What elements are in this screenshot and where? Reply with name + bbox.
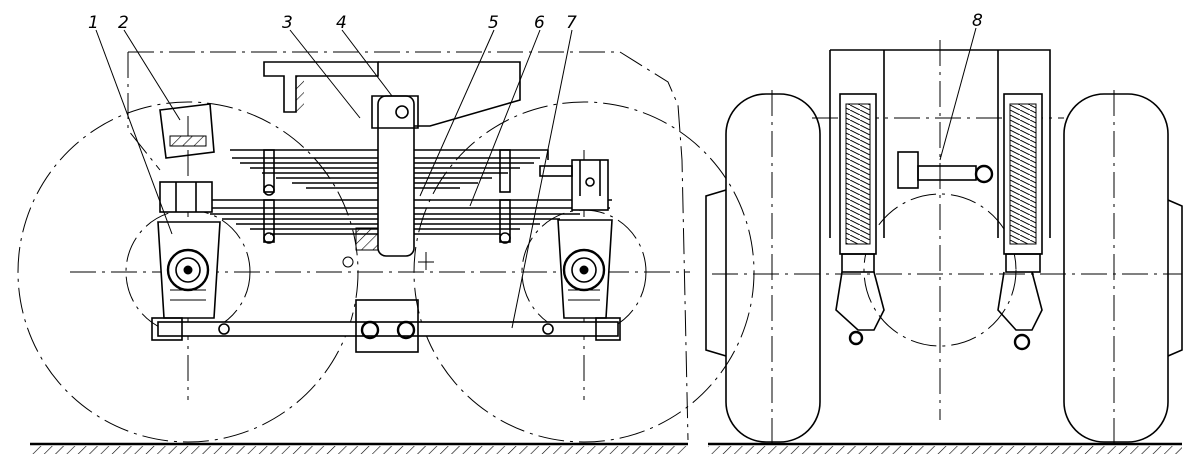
- hub-rear: [557, 219, 613, 319]
- spring-right: [997, 93, 1043, 351]
- hub-front: [157, 221, 221, 319]
- ground-left: [30, 442, 688, 454]
- leaders-side: [95, 29, 573, 329]
- cross-shaft: [897, 151, 994, 189]
- rear-bracket: [539, 159, 609, 211]
- ground-right: [708, 442, 1182, 454]
- reaction-rod: [151, 299, 621, 353]
- side-view: 1 2 3 4 5 6 7: [17, 13, 755, 454]
- spring-left: [835, 93, 885, 346]
- tire-left: [705, 90, 821, 446]
- rear-view: 8: [705, 11, 1183, 454]
- bracket-2: [159, 103, 215, 159]
- callout-2: 2: [118, 13, 129, 33]
- callout-8: 8: [972, 11, 983, 31]
- tire-right: [1063, 90, 1183, 446]
- u-bolts: [263, 149, 511, 244]
- callout-4: 4: [336, 13, 347, 33]
- callout-7: 7: [566, 13, 577, 33]
- trunnion-hub: [355, 95, 419, 257]
- callout-1: 1: [88, 13, 99, 33]
- front-bracket: [159, 181, 213, 213]
- callout-5: 5: [488, 13, 499, 33]
- body-box: [829, 49, 1051, 238]
- callout-6: 6: [534, 13, 545, 33]
- callout-3: 3: [282, 13, 293, 33]
- body-outline: [127, 51, 689, 441]
